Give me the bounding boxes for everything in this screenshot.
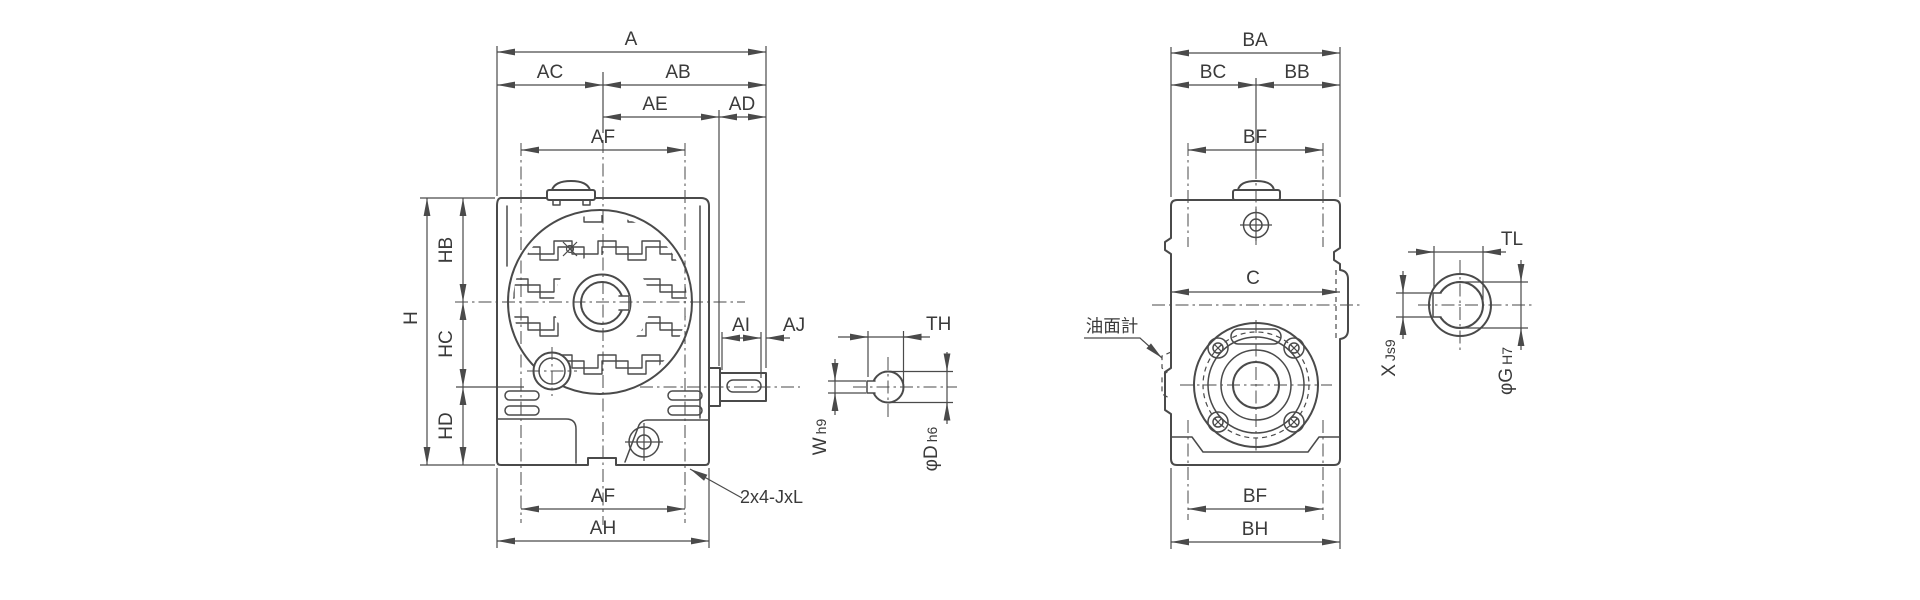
side-view: BA BC BB BF C BF BH 油面計 (1084, 30, 1362, 549)
mounting-holes-note: 2x4-JxL (740, 487, 803, 507)
output-bore-section-detail: TL XJs9 φGH7 (1379, 229, 1532, 395)
foot-bolt-hole (625, 423, 663, 461)
oil-fill-plug (546, 180, 596, 206)
dim-label-phiD: φDh6 (921, 426, 942, 471)
dim-label-HC: HC (436, 330, 457, 357)
dim-label-AJ: AJ (783, 315, 805, 336)
side-housing-outline (1164, 199, 1349, 466)
dim-label-W: Wh9 (810, 419, 831, 456)
dim-label-X: XJs9 (1379, 339, 1400, 377)
dim-label-BA: BA (1242, 30, 1268, 51)
output-hub (572, 273, 632, 333)
dim-label-A: A (625, 29, 638, 50)
dim-label-BF-bottom: BF (1243, 486, 1267, 507)
dim-label-C: C (1246, 268, 1260, 289)
dim-label-AE: AE (642, 94, 667, 115)
dim-label-AC: AC (537, 62, 563, 83)
dim-label-AD: AD (729, 94, 755, 115)
dim-label-BB: BB (1284, 62, 1309, 83)
front-view: A AC AB AE AD AF H HB HC HD AI AJ AF AH … (401, 29, 805, 548)
bore-keyway (1432, 292, 1442, 318)
dim-label-AF-top: AF (591, 127, 615, 148)
dim-label-phiG: φGH7 (1496, 347, 1517, 395)
dim-label-BC: BC (1200, 62, 1226, 83)
dim-label-AB: AB (665, 62, 690, 83)
shaft-key (866, 380, 876, 394)
bore-keyway (618, 295, 630, 311)
dim-label-H: H (401, 311, 422, 325)
dim-label-HD: HD (436, 412, 457, 439)
housing-outline (496, 197, 710, 466)
input-shaft-section-detail: TH Wh9 φDh6 (810, 314, 957, 471)
dim-label-BH: BH (1242, 519, 1268, 540)
dim-label-TL: TL (1501, 229, 1523, 250)
dim-label-TH: TH (926, 314, 951, 335)
grease-nipple-icon (562, 241, 578, 257)
oil-gauge-label: 油面計 (1086, 316, 1139, 336)
shaft-keyway (726, 379, 762, 393)
dim-label-HB: HB (436, 237, 457, 263)
dim-label-AH: AH (590, 518, 616, 539)
dim-label-BF-top: BF (1243, 127, 1267, 148)
dim-label-AI: AI (732, 315, 750, 336)
oil-gauge-outline (1161, 351, 1172, 400)
dim-label-AF-bottom: AF (591, 486, 615, 507)
